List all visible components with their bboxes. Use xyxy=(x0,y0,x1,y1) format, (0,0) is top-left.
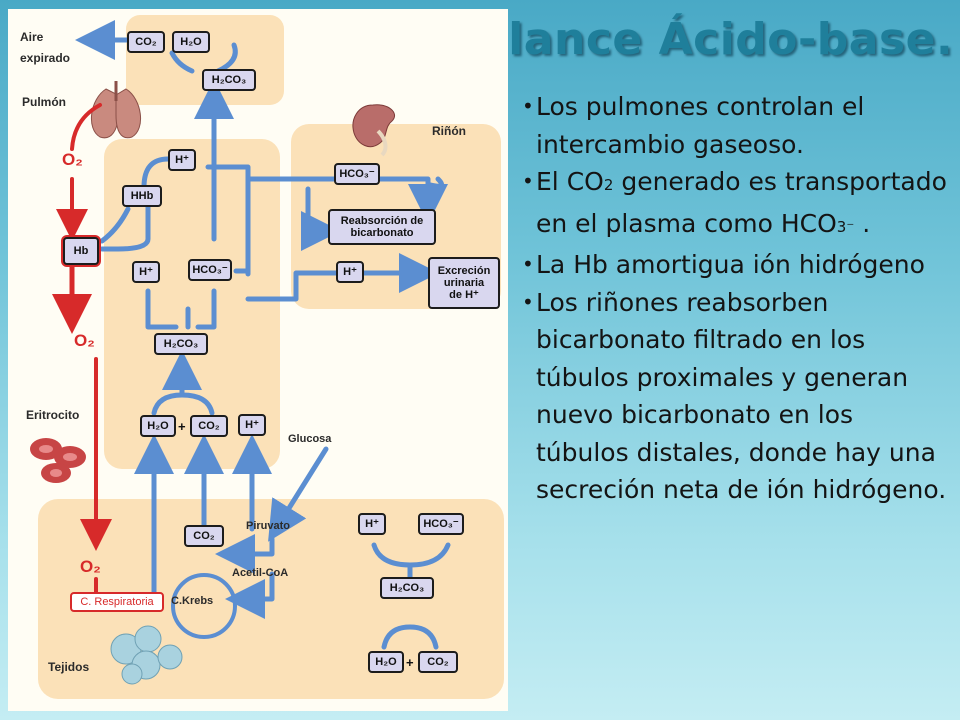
bullet-text: Los riñones reabsorben bicarbonato filtr… xyxy=(536,287,947,505)
box-h2co3-mid: H₂CO₃ xyxy=(154,333,208,355)
bullet-subscript: 2 xyxy=(603,176,614,194)
arrow-h2co3-left xyxy=(145,288,179,330)
box-hco3-mid: HCO₃⁻ xyxy=(188,259,232,281)
box-co2-mid: CO₂ xyxy=(190,415,228,437)
kidney-icon xyxy=(352,104,396,157)
box-hco3-kidney: HCO₃⁻ xyxy=(334,163,380,185)
box-co2-tissue: CO₂ xyxy=(184,525,224,547)
box-reabsorcion: Reabsorción de bicarbonato xyxy=(328,209,436,245)
arrow-kidney-reabs xyxy=(300,186,341,251)
arrow-o2-lung xyxy=(70,103,102,151)
excrecion-line2: urinaria xyxy=(443,277,485,289)
erythrocyte-icon xyxy=(30,438,86,483)
bullet-subscript: 3⁻ xyxy=(836,217,855,236)
arrow-tissue-split xyxy=(371,542,451,568)
tissue-cells-icon xyxy=(110,625,183,685)
box-hhb: HHb xyxy=(122,185,162,207)
arrow-acetil xyxy=(225,571,275,619)
plus-sign-tissue: + xyxy=(406,655,414,670)
plus-sign-mid: + xyxy=(178,419,186,434)
arrow-h-to-hhb xyxy=(99,204,151,252)
bullet-list: Los pulmones controlan el intercambio ga… xyxy=(522,88,950,509)
box-h-plus-eritro: H⁺ xyxy=(238,414,266,436)
o2-label-tissue: O₂ xyxy=(80,557,101,576)
arrow-fork-right xyxy=(179,392,215,416)
label-aire: Aire xyxy=(20,30,44,44)
arrow-h-to-kidney xyxy=(205,164,251,277)
label-piruvato: Piruvato xyxy=(246,520,291,532)
arrow-glucosa xyxy=(268,446,329,542)
label-acetil-coa: Acetil-CoA xyxy=(232,567,289,579)
slide-title: Balance Ácido-base. xyxy=(444,14,954,65)
excrecion-line3: de H⁺ xyxy=(449,289,479,301)
reabsorcion-line2: bicarbonato xyxy=(350,227,414,239)
label-expirado: expirado xyxy=(20,51,71,65)
box-h-plus-top: H⁺ xyxy=(168,149,196,171)
label-tejidos: Tejidos xyxy=(48,660,90,674)
box-h2o-tissue: H₂O xyxy=(368,651,404,673)
arrow-tissue-fork xyxy=(381,624,439,650)
arrow-kidney-return xyxy=(245,270,343,302)
label-eritrocito: Eritrocito xyxy=(26,408,80,422)
label-rinon: Riñón xyxy=(432,124,466,138)
bullet-text-part: generado es transportado en el plasma co… xyxy=(536,167,947,238)
box-h2o-mid: H₂O xyxy=(140,415,176,437)
bullet-item: Los pulmones controlan el intercambio ga… xyxy=(522,88,950,163)
box-h2o-lung: H₂O xyxy=(172,31,210,53)
box-excrecion-urinaria: Excreción urinaria de H⁺ xyxy=(428,257,500,309)
box-co2-exhaled: CO₂ xyxy=(127,31,165,53)
box-hb: Hb xyxy=(63,237,99,265)
acid-base-diagram: Aire expirado Pulmón Riñón Eritrocito Te… xyxy=(8,9,508,711)
arrow-fork-left xyxy=(151,392,185,416)
arrow-hb-loop xyxy=(99,206,131,244)
o2-label-lung: O₂ xyxy=(62,150,83,169)
lung-panel xyxy=(126,15,284,105)
box-h-plus-kidney: H⁺ xyxy=(336,261,364,283)
label-krebs: C.Krebs xyxy=(171,595,214,607)
arrow-kidney-out xyxy=(427,176,445,189)
arrow-top-horizontal xyxy=(245,176,448,224)
box-co2-tissue-bottom: CO₂ xyxy=(418,651,458,673)
arrow-h2co3-right xyxy=(195,288,217,330)
o2-label-blood: O₂ xyxy=(74,331,95,350)
label-glucosa: Glucosa xyxy=(288,433,332,445)
bullet-text: Los pulmones controlan el intercambio ga… xyxy=(536,92,865,159)
box-c-respiratoria: C. Respiratoria xyxy=(70,592,164,612)
box-h-plus-tissue: H⁺ xyxy=(358,513,386,535)
box-hco3-tissue: HCO₃⁻ xyxy=(418,513,464,535)
bullet-item: Los riñones reabsorben bicarbonato filtr… xyxy=(522,284,950,509)
bullet-item: La Hb amortigua ión hidrógeno xyxy=(522,246,950,284)
bullet-text: La Hb amortigua ión hidrógeno xyxy=(536,250,925,279)
arrow-piruvato xyxy=(215,534,275,574)
arrow-h2co3-to-co2 xyxy=(169,50,195,74)
bullet-item: El CO2 generado es transportado en el pl… xyxy=(522,163,950,246)
reabsorcion-line1: Reabsorción de xyxy=(340,215,424,227)
bullet-text-part: El CO xyxy=(536,167,604,196)
arrow-hhb-branch xyxy=(141,156,171,190)
lung-icon xyxy=(90,81,142,139)
excrecion-line1: Excreción xyxy=(437,265,491,277)
bullet-text-part: . xyxy=(854,208,871,238)
box-h2co3-tissue: H₂CO₃ xyxy=(380,577,434,599)
label-pulmon: Pulmón xyxy=(22,95,66,109)
box-h-plus-mid: H⁺ xyxy=(132,261,160,283)
box-h2co3-lung: H₂CO₃ xyxy=(202,69,256,91)
